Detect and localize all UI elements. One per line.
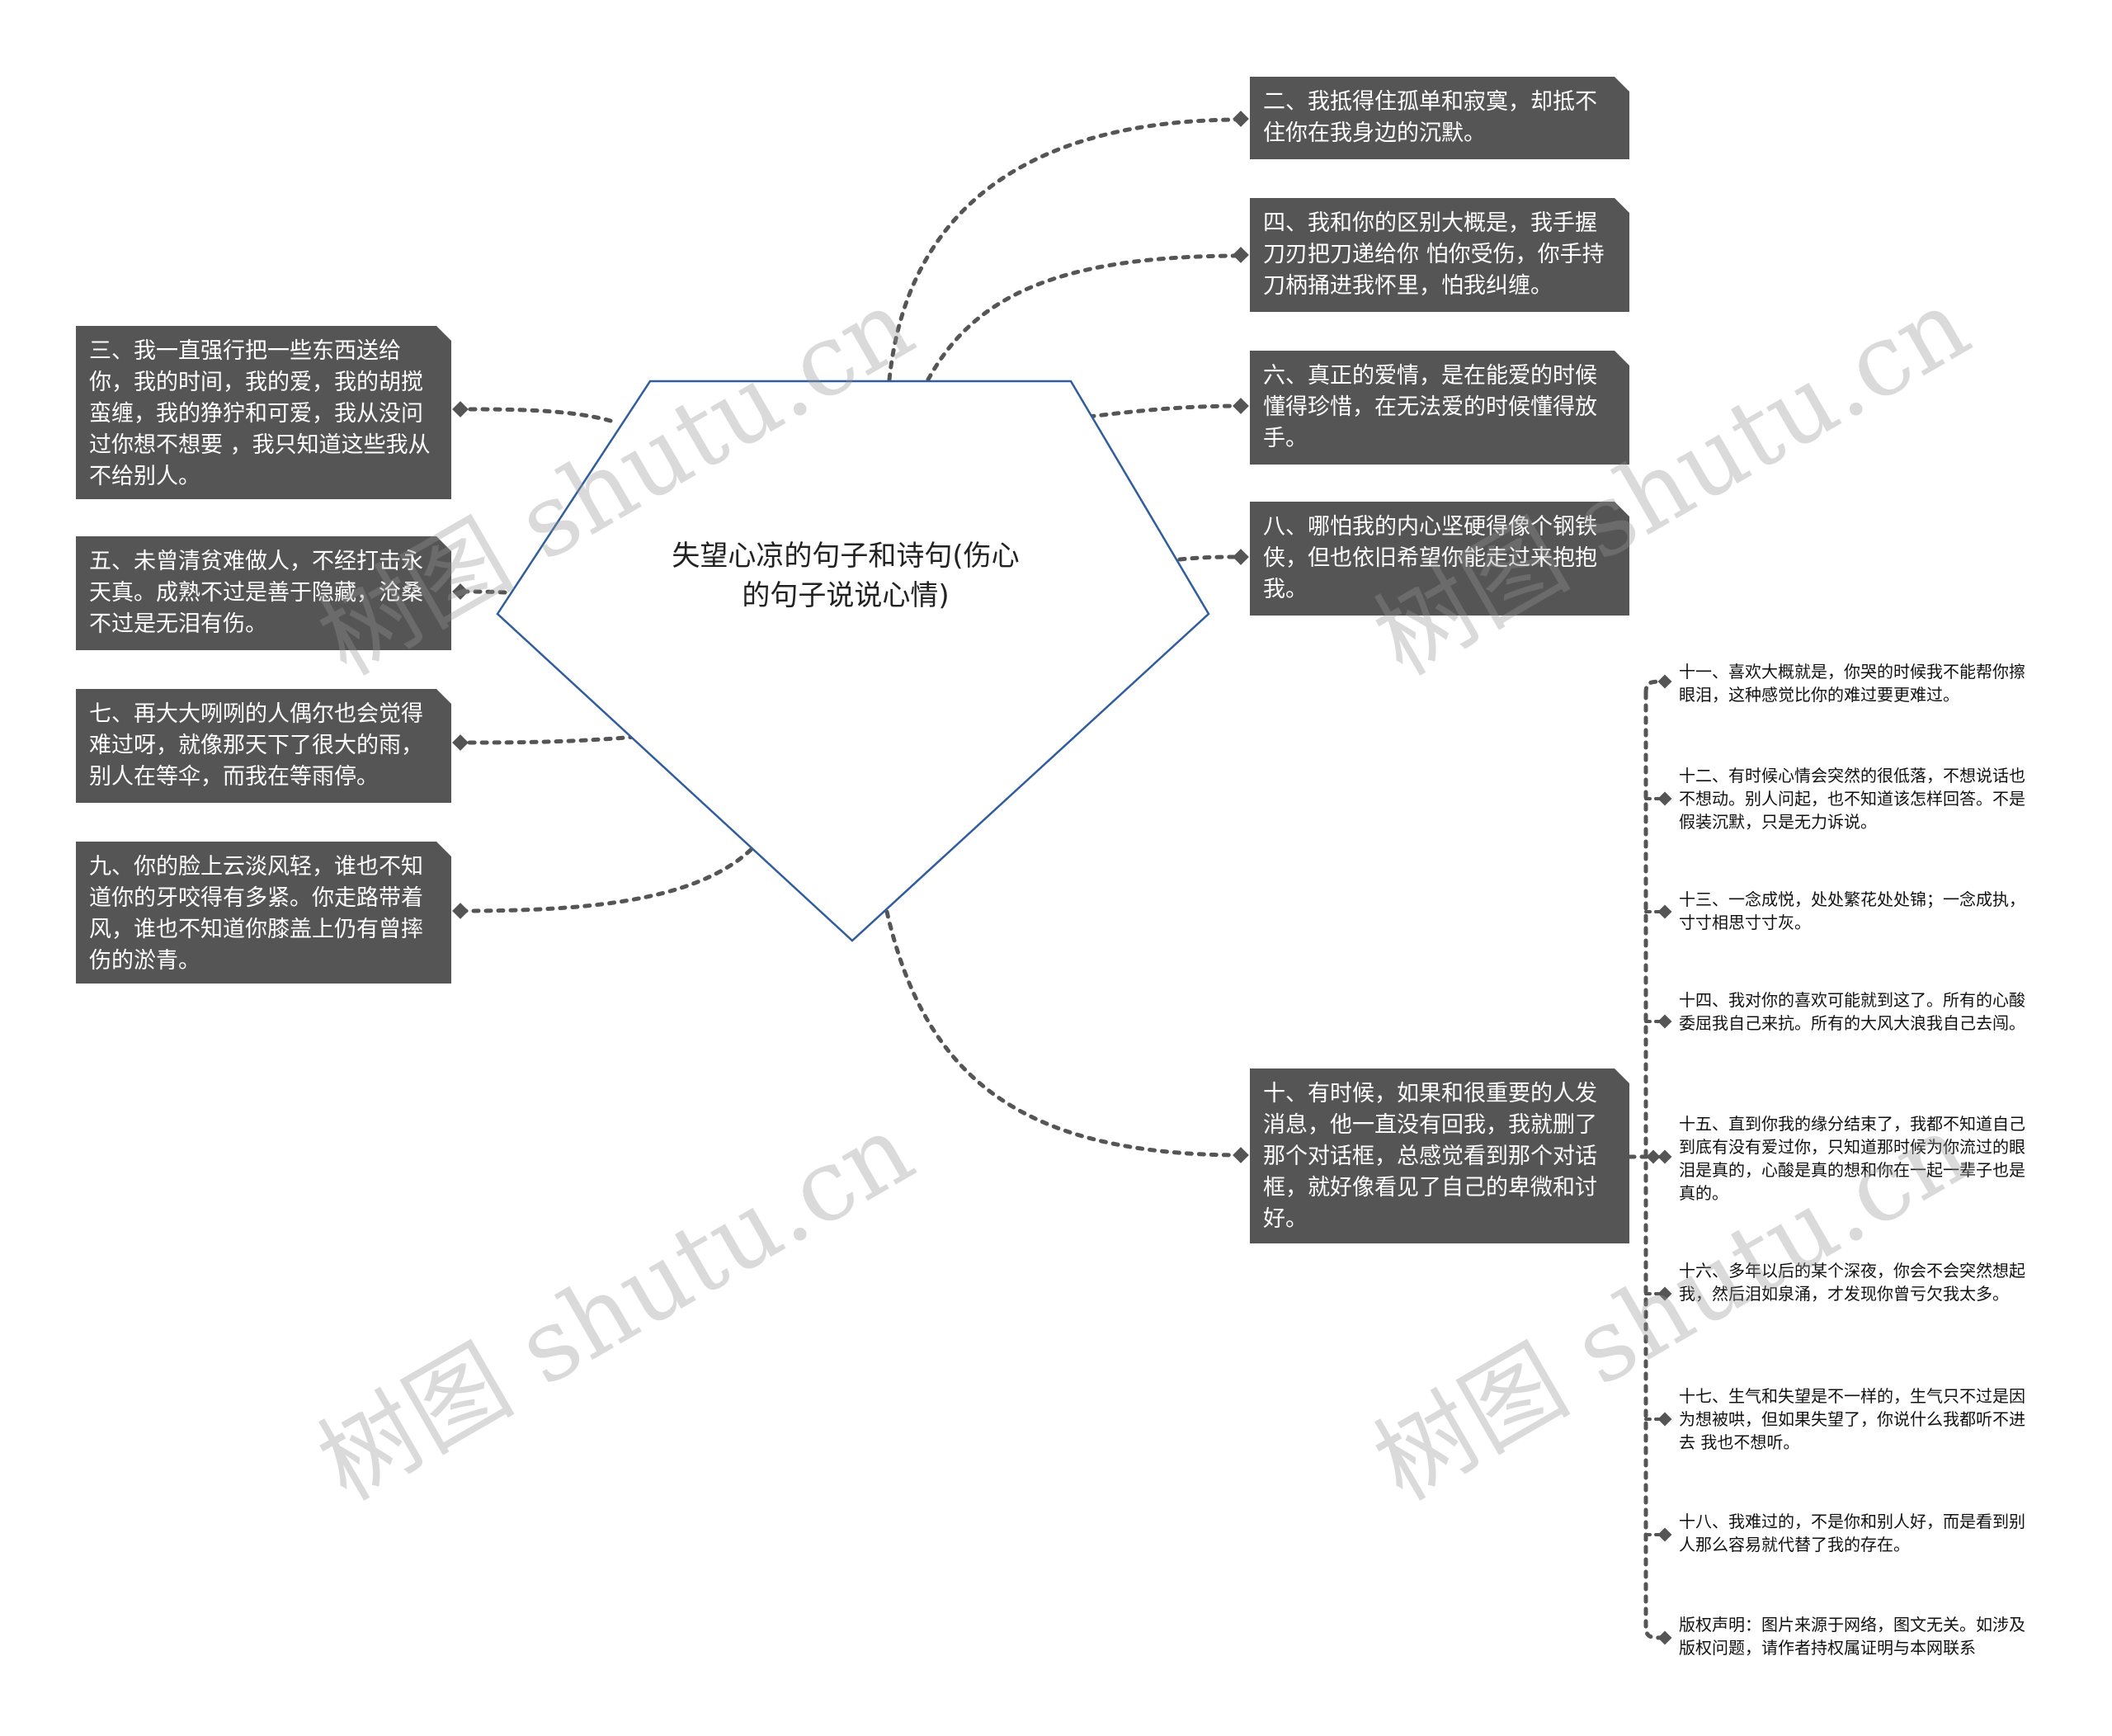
leaf-12[interactable]: 十二、有时候心情会突然的很低落，不想说话也不想动。别人问起，也不知道该怎样回答。… <box>1679 766 2025 832</box>
marker-l11 <box>1657 674 1672 689</box>
node-7[interactable]: 七、再大大咧咧的人偶尔也会觉得难过呀，就像那天下了很大的雨，别人在等伞，而我在等… <box>76 689 451 803</box>
connector-n10 <box>884 909 1244 1158</box>
marker-l12 <box>1657 791 1672 806</box>
marker-n9 <box>452 903 469 919</box>
marker-l18 <box>1657 1527 1672 1542</box>
node-6[interactable]: 六、真正的爱情，是在能爱的时候懂得珍惜，在无法爱的时候懂得放手。 <box>1250 351 1629 465</box>
leaf-14[interactable]: 十四、我对你的喜欢可能就到这了。所有的心酸委屈我自己来抗。所有的大风大浪我自己去… <box>1679 990 2025 1033</box>
marker-l17 <box>1657 1412 1672 1427</box>
marker-n10 <box>1233 1147 1249 1163</box>
node-4[interactable]: 四、我和你的区别大概是，我手握刀刃把刀递给你 怕你受伤，你手持刀柄捅进我怀里，怕… <box>1250 198 1629 312</box>
leaf-16[interactable]: 十六、多年以后的某个深夜，你会不会突然想起我，然后泪如泉涌，才发现你曾亏欠我太多… <box>1679 1261 2025 1304</box>
node-2[interactable]: 二、我抵得住孤单和寂寞，却抵不住你在我身边的沉默。 <box>1250 77 1629 159</box>
marker-n6 <box>1233 398 1249 414</box>
node-9[interactable]: 九、你的脸上云淡风轻，谁也不知道你的牙咬得有多紧。你走路带着风，谁也不知道你膝盖… <box>76 842 451 984</box>
marker-l15 <box>1657 1149 1672 1164</box>
marker-n2 <box>1233 111 1249 127</box>
connector-n6 <box>1087 403 1244 419</box>
connector-n4 <box>926 253 1244 382</box>
connector-n8 <box>1177 554 1244 562</box>
node-8[interactable]: 八、哪怕我的内心坚硬得像个钢铁侠，但也依旧希望你能走过来抱抱我。 <box>1250 502 1629 616</box>
connector-n2 <box>887 117 1244 382</box>
marker-trunk <box>1646 1149 1661 1164</box>
marker-n5 <box>452 583 469 600</box>
leaf-copyright[interactable]: 版权声明：图片来源于网络，图文无关。如涉及版权问题，请作者持权属证明与本网联系 <box>1679 1615 2025 1658</box>
root-title[interactable]: 失望心凉的句子和诗句(伤心的句子说说心情) <box>672 540 1020 612</box>
marker-n7 <box>452 734 469 751</box>
connector-n7 <box>457 734 638 745</box>
leaf-18[interactable]: 十八、我难过的，不是你和别人好，而是看到别人那么容易就代替了我的存在。 <box>1679 1512 2025 1554</box>
node-5[interactable]: 五、未曾清贫难做人，不经打击永天真。成熟不过是善于隐藏，沧桑不过是无泪有伤。 <box>76 536 451 650</box>
marker-n4 <box>1233 247 1249 263</box>
leaf-11[interactable]: 十一、喜欢大概就是，你哭的时候我不能帮你擦眼泪，这种感觉比你的难过要更难过。 <box>1679 662 2025 705</box>
node-10[interactable]: 十、有时候，如果和很重要的人发消息，他一直没有回我，我就删了那个对话框，总感觉看… <box>1250 1068 1629 1243</box>
connector-n3 <box>457 407 613 423</box>
marker-l14 <box>1657 1014 1672 1029</box>
leaf-13[interactable]: 十三、一念成悦，处处繁花处处锦；一念成执，寸寸相思寸寸灰。 <box>1679 889 2025 932</box>
marker-l16 <box>1657 1286 1672 1301</box>
marker-l13 <box>1657 904 1672 919</box>
marker-copyright <box>1657 1630 1672 1645</box>
leaf-17[interactable]: 十七、生气和失望是不一样的，生气只不过是因为想被哄，但如果失望了，你说什么我都听… <box>1679 1386 2025 1452</box>
node-3[interactable]: 三、我一直强行把一些东西送给你，我的时间，我的爱，我的胡搅蛮缠，我的狰狞和可爱，… <box>76 326 451 499</box>
root-shape <box>496 380 1210 942</box>
marker-n8 <box>1233 549 1249 565</box>
connector-n9 <box>457 847 753 913</box>
leaf-15[interactable]: 十五、直到你我的缘分结束了，我都不知道自己到底有没有爱过你，只知道那时候为你流过… <box>1679 1114 2025 1203</box>
marker-n3 <box>452 401 469 417</box>
